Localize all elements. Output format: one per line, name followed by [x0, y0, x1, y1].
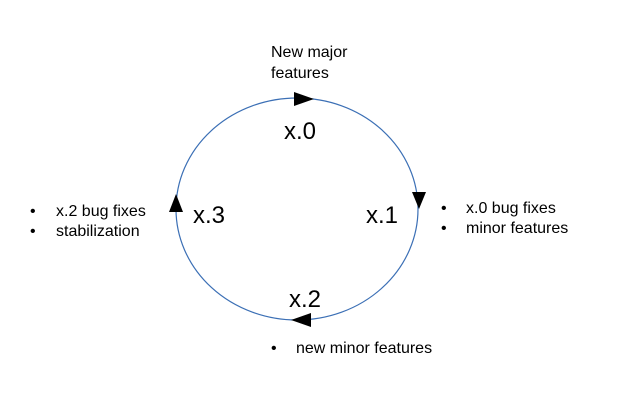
- bullet-marker: •: [441, 200, 447, 217]
- stage-x1-label: x.1: [366, 202, 398, 229]
- stage-x3-label: x.3: [193, 202, 225, 229]
- top-note-line1: New major: [271, 44, 348, 61]
- arrow-right-icon: [412, 192, 426, 209]
- bullet-marker: •: [30, 223, 36, 240]
- bullets-bottom-item: new minor features: [296, 340, 432, 357]
- bullet-marker: •: [30, 203, 36, 220]
- top-note-line2: features: [271, 65, 329, 82]
- stage-x0-label: x.0: [284, 118, 316, 145]
- bullets-right-item: x.0 bug fixes: [466, 200, 556, 217]
- bullets-left-item: stabilization: [56, 223, 140, 240]
- arrow-top-icon: [294, 92, 314, 106]
- bullet-marker: •: [271, 340, 277, 357]
- bullets-left-item: x.2 bug fixes: [56, 203, 146, 220]
- arrow-bottom-icon: [291, 313, 311, 327]
- arrow-left-icon: [169, 194, 183, 212]
- bullet-marker: •: [441, 220, 447, 237]
- stage-x2-label: x.2: [289, 286, 321, 313]
- bullets-right-item: minor features: [466, 220, 568, 237]
